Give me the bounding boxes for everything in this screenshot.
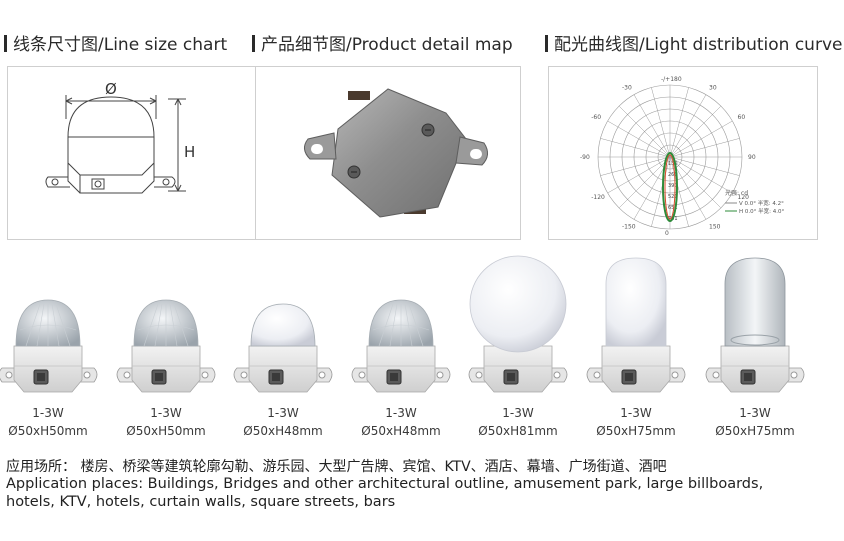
lamp-7-dimension: Ø50xH75mm xyxy=(715,424,795,438)
product-detail-heading: 产品细节图/Product detail map xyxy=(252,30,513,55)
h-series-curve xyxy=(664,154,676,220)
diameter-symbol: Ø xyxy=(105,80,117,98)
lamp-3-illustration xyxy=(233,303,333,393)
angle-right-label: 90 xyxy=(748,154,756,161)
lamp-2-wattage: 1-3W xyxy=(150,406,182,420)
product-detail-panel xyxy=(255,66,521,240)
intensity-unit-label: 光强: cd xyxy=(725,189,748,197)
lamp-1-illustration xyxy=(0,299,98,393)
intensity-ring-label: 521 xyxy=(668,194,678,200)
legend-v: V 0.0° 半宽: 4.2° xyxy=(739,199,784,207)
lamp-4-illustration xyxy=(351,299,451,393)
product-detail-image xyxy=(304,88,488,218)
angle-top-label: -/+180 xyxy=(661,76,682,83)
lamp-7-illustration xyxy=(705,257,805,393)
height-symbol: H xyxy=(184,143,195,161)
lamp-4-dimension: Ø50xH48mm xyxy=(361,424,441,438)
intensity-ring-label: 651 xyxy=(668,205,678,211)
lamp-cover xyxy=(469,255,567,353)
angle-left-label: -90 xyxy=(580,154,590,161)
lamp-3-wattage: 1-3W xyxy=(267,406,299,420)
intensity-ring-label: 390 xyxy=(668,183,678,189)
lamp-5-dimension: Ø50xH81mm xyxy=(478,424,558,438)
lamp-5-illustration xyxy=(468,255,568,393)
light-curve-heading: 配光曲线图/Light distribution curve xyxy=(545,30,842,55)
angle-right-label: 30 xyxy=(709,85,717,92)
angle-right-label: 150 xyxy=(709,223,721,230)
polar-grid xyxy=(597,84,743,230)
lamp-6-illustration xyxy=(586,257,686,393)
lamp-cover xyxy=(605,257,667,347)
v-series-curve xyxy=(662,152,678,222)
lamp-cover xyxy=(250,303,316,347)
lamp-illustrations xyxy=(0,255,805,393)
line-size-chart-panel: Ø H xyxy=(7,66,273,240)
angle-left-label: -150 xyxy=(622,223,636,230)
lamp-1-dimension: Ø50xH50mm xyxy=(8,424,88,438)
angle-right-label: 120 xyxy=(738,194,750,201)
lamp-2-dimension: Ø50xH50mm xyxy=(126,424,206,438)
lamp-6-wattage: 1-3W xyxy=(620,406,652,420)
lamp-2-illustration xyxy=(116,299,216,393)
lamp-5-wattage: 1-3W xyxy=(502,406,534,420)
lamp-1-wattage: 1-3W xyxy=(32,406,64,420)
applications-english-line1: Application places: Buildings, Bridges a… xyxy=(6,476,764,492)
angle-left-label: -120 xyxy=(591,194,605,201)
intensity-ring-label: 130 xyxy=(668,161,678,167)
polar-spoke xyxy=(600,138,740,176)
angle-left-label: -30 xyxy=(622,85,632,92)
angle-right-label: 60 xyxy=(738,114,746,121)
applications-english-line2: hotels, KTV, hotels, curtain walls, squa… xyxy=(6,494,396,510)
lamp-4-wattage: 1-3W xyxy=(385,406,417,420)
lamp-6-dimension: Ø50xH75mm xyxy=(596,424,676,438)
legend-h: H 0.0° 半宽: 4.0° xyxy=(739,207,784,215)
size-drawing: Ø H xyxy=(45,80,195,194)
lamp-7-wattage: 1-3W xyxy=(739,406,771,420)
lamp-cover xyxy=(724,257,786,347)
applications-chinese: 应用场所： 楼房、桥梁等建筑轮廓勾勒、游乐园、大型广告牌、宾馆、KTV、酒店、幕… xyxy=(6,459,667,475)
angle-left-label: -60 xyxy=(591,114,601,121)
lamp-3-dimension: Ø50xH48mm xyxy=(243,424,323,438)
line-size-heading: 线条尺寸图/Line size chart xyxy=(4,30,227,55)
intensity-ring-label: 260 xyxy=(668,172,678,178)
angle-bottom-label: 0 xyxy=(665,230,669,237)
